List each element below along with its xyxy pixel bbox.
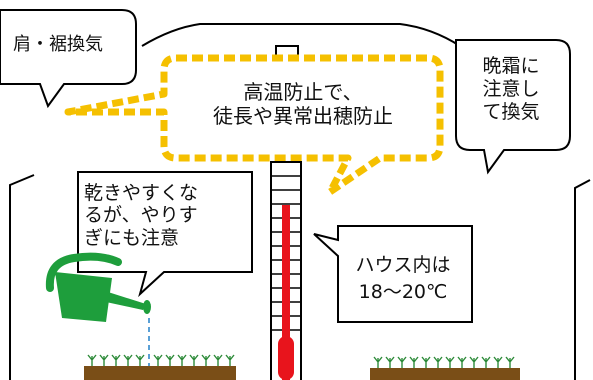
greenhouse-frame [9, 23, 591, 380]
frost-bubble [455, 39, 571, 175]
house-temp-label: ハウス内は 18〜20℃ [355, 254, 451, 303]
seedbed-left [84, 354, 236, 380]
high-temp-label: 高温防止で、 徒長や異常出穂防止 [213, 80, 393, 129]
thermometer-mercury [282, 205, 290, 380]
high-temp-bubble [64, 54, 444, 196]
watering-can-icon [45, 252, 151, 322]
seedbed-right [370, 356, 520, 380]
roof-vent [275, 45, 299, 58]
frost-label: 晩霜に 注意し て換気 [482, 55, 540, 124]
shoulder-vent-bubble [0, 9, 137, 109]
shoulder-vent-label: 肩・裾換気 [13, 34, 103, 55]
drying-caution-label: 乾きやすくな るが、やりす ぎにも注意 [84, 182, 199, 249]
thermometer [270, 161, 302, 380]
house-temp-bubble [313, 225, 473, 323]
